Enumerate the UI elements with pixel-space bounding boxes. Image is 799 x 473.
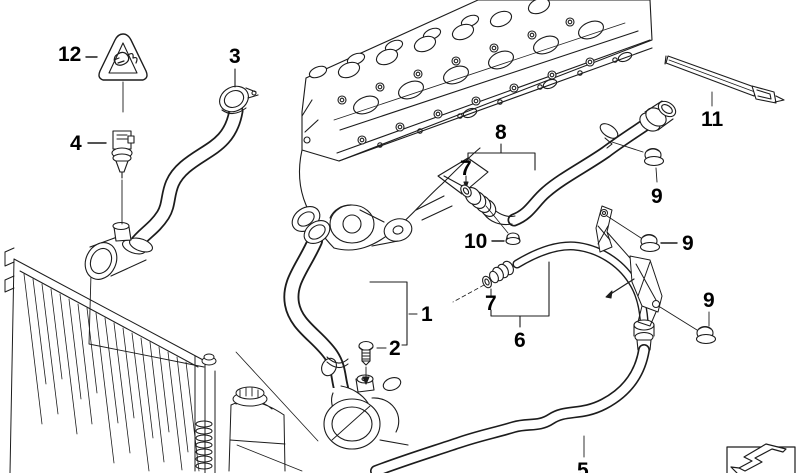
oring-7-lower bbox=[481, 275, 493, 296]
hose-8 bbox=[462, 98, 678, 226]
scald-warning-icon bbox=[114, 52, 137, 65]
callout-label-9-bottom[interactable]: 9 bbox=[703, 289, 715, 312]
callout-label-3[interactable]: 3 bbox=[229, 45, 241, 68]
leader-lines bbox=[89, 274, 204, 367]
mounting-bracket bbox=[596, 206, 662, 326]
vent-pipe-6 bbox=[453, 246, 654, 350]
oring-7-upper bbox=[459, 176, 474, 199]
expansion-tank-drawing bbox=[229, 352, 318, 471]
callout-label-11[interactable]: 11 bbox=[701, 108, 724, 131]
hose-3 bbox=[79, 81, 258, 284]
callout-label-12[interactable]: 12 bbox=[58, 43, 82, 66]
callout-label-2[interactable]: 2 bbox=[389, 337, 401, 360]
tie-strap-11 bbox=[665, 56, 784, 106]
radiator-drawing bbox=[5, 248, 216, 473]
callout-label-9-top[interactable]: 9 bbox=[651, 185, 663, 208]
callout-label-4[interactable]: 4 bbox=[70, 132, 82, 155]
bolt-9-bottom bbox=[660, 307, 716, 344]
bolt-9-mid bbox=[607, 216, 677, 252]
hose-5 bbox=[376, 350, 644, 471]
temp-sensor-4 bbox=[112, 82, 134, 224]
hose-1 bbox=[291, 216, 408, 449]
bolt-9-top bbox=[645, 149, 664, 183]
engine-drawing bbox=[287, 0, 652, 250]
callout-label-9-mid[interactable]: 9 bbox=[682, 232, 694, 255]
vent-screw-10 bbox=[486, 206, 520, 245]
warning-triangle-12 bbox=[86, 34, 147, 80]
screw-2 bbox=[359, 342, 373, 385]
callout-label-1[interactable]: 1 bbox=[421, 303, 433, 326]
callout-label-10[interactable]: 10 bbox=[464, 230, 488, 253]
callout-label-7-upper[interactable]: 7 bbox=[460, 157, 472, 180]
callout-label-8[interactable]: 8 bbox=[495, 121, 507, 144]
callout-label-5[interactable]: 5 bbox=[577, 459, 589, 473]
callout-label-7-lower[interactable]: 7 bbox=[485, 292, 497, 315]
callout-label-6[interactable]: 6 bbox=[514, 329, 526, 352]
nav-arrow-icon[interactable] bbox=[727, 444, 795, 473]
